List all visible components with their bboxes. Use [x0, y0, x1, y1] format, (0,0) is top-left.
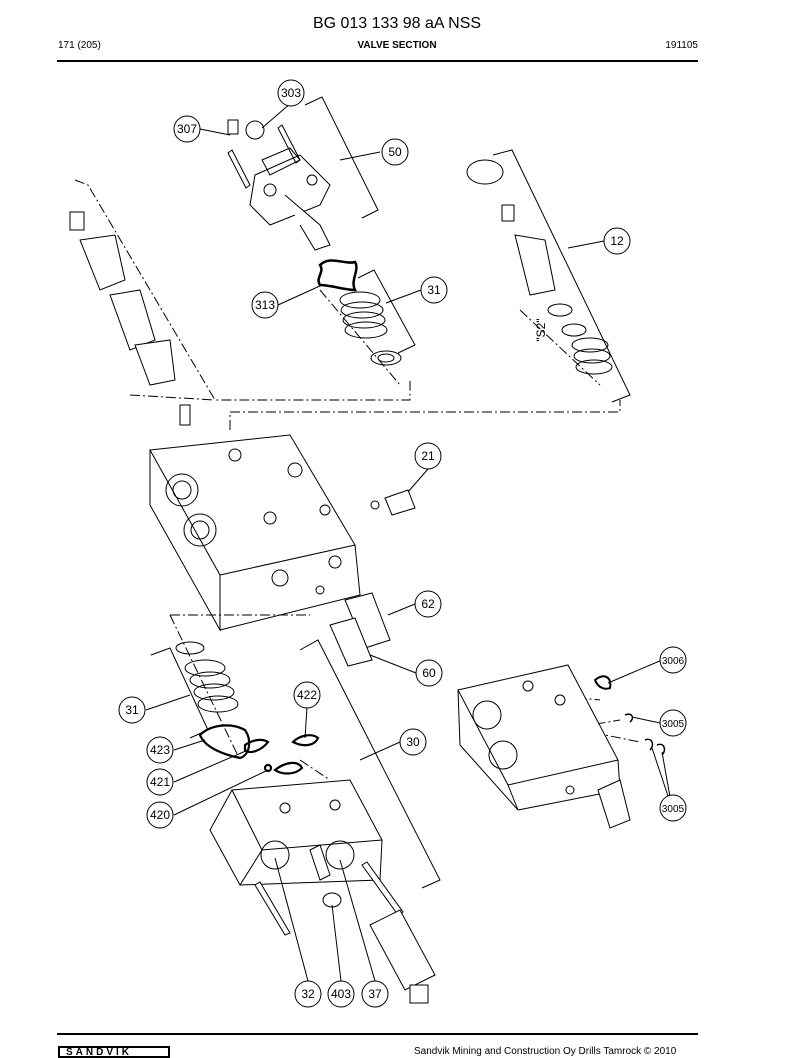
seals	[198, 724, 320, 775]
page-number: 171 (205)	[58, 40, 101, 51]
callout-3005-bottom: 3005	[662, 804, 685, 815]
document-code: 191105	[665, 40, 698, 51]
callout-31-bottom: 31	[125, 703, 139, 717]
section-title: VALVE SECTION	[357, 40, 437, 51]
bolts-solenoid	[254, 844, 436, 1004]
sandvik-logo: SANDVIK	[58, 1046, 170, 1058]
callout-32: 32	[301, 987, 315, 1001]
valve-block-lower	[209, 779, 383, 886]
check-valve-21	[370, 489, 416, 516]
callout-421: 421	[150, 775, 170, 789]
cartridges-62	[329, 592, 391, 667]
document-title: BG 013 133 98 aA NSS	[312, 15, 482, 32]
callout-3005-top: 3005	[662, 719, 685, 730]
callout-21: 21	[421, 449, 435, 463]
actuator-assembly	[227, 119, 358, 292]
leader-lines	[145, 102, 673, 982]
callout-423: 423	[150, 743, 170, 757]
spring-top	[339, 291, 402, 366]
callout-60: 60	[422, 666, 436, 680]
valve-block-main	[149, 434, 361, 632]
callout-31-top: 31	[427, 283, 441, 297]
callout-422: 422	[297, 688, 317, 702]
callout-3006: 3006	[662, 656, 685, 667]
callout-circles	[118, 79, 687, 1008]
callout-303: 303	[281, 86, 301, 100]
label-s2: "S2"	[534, 318, 548, 341]
spool-right	[466, 159, 613, 375]
callout-307: 307	[177, 122, 197, 136]
spool-left	[69, 211, 191, 426]
callout-313: 313	[255, 298, 275, 312]
callout-30: 30	[406, 735, 420, 749]
spring-bottom	[175, 641, 239, 713]
callout-403: 403	[331, 987, 351, 1001]
assembly-brackets	[150, 96, 631, 889]
callout-37: 37	[368, 987, 382, 1001]
callout-420: 420	[150, 808, 170, 822]
callout-50: 50	[388, 145, 402, 159]
footer-rule	[57, 1033, 698, 1035]
valve-block-right	[457, 664, 666, 829]
callout-12: 12	[610, 234, 624, 248]
callout-62: 62	[421, 597, 435, 611]
footer-copyright: Sandvik Mining and Construction Oy Drill…	[414, 1046, 677, 1057]
header-rule	[57, 60, 698, 62]
